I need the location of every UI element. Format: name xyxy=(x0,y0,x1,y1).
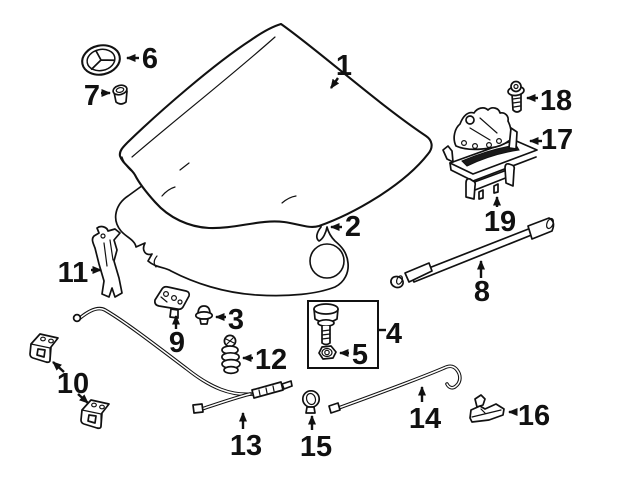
kit-box xyxy=(307,300,379,369)
callout-13-label[interactable]: 13 xyxy=(230,430,262,462)
callout-12-label[interactable]: 12 xyxy=(255,344,287,376)
part-latch-bracket xyxy=(465,162,516,200)
part-lift-support-strut xyxy=(390,217,555,289)
callout-10-arrow-a xyxy=(52,361,65,373)
part-nut xyxy=(318,345,337,360)
callout-5-label[interactable]: 5 xyxy=(352,339,368,371)
callout-1-label[interactable]: 1 xyxy=(336,50,352,82)
part-mounting-clip-b xyxy=(80,399,110,430)
pad-opening xyxy=(309,243,345,279)
callout-18-label[interactable]: 18 xyxy=(540,85,572,117)
callout-17-label[interactable]: 17 xyxy=(541,124,573,156)
callout-14-label[interactable]: 14 xyxy=(409,403,441,435)
part-rear-release-cable xyxy=(328,364,462,414)
callout-10-arrow-b xyxy=(77,393,89,404)
hood-crease-line xyxy=(131,36,276,158)
callout-2-label[interactable]: 2 xyxy=(345,211,361,243)
callout-8-label[interactable]: 8 xyxy=(474,276,490,308)
callout-19-label[interactable]: 19 xyxy=(484,206,516,238)
callout-4-label[interactable]: 4 xyxy=(386,318,402,350)
part-hinge-bracket xyxy=(91,225,123,298)
part-grommet-7 xyxy=(112,84,128,105)
part-bolt-18 xyxy=(507,80,525,113)
part-ball-stud xyxy=(313,303,339,346)
callout-15-label[interactable]: 15 xyxy=(300,431,332,463)
part-release-lever xyxy=(469,394,505,423)
part-mounting-clip-a xyxy=(29,333,59,364)
part-ball-stud-kit xyxy=(307,300,379,369)
callout-6-label[interactable]: 6 xyxy=(142,43,158,75)
callout-9-label[interactable]: 9 xyxy=(169,327,185,359)
callout-7-label[interactable]: 7 xyxy=(84,80,100,112)
callout-leaders xyxy=(52,54,542,430)
callout-1-arrow xyxy=(330,77,340,89)
part-hood-panel xyxy=(118,22,433,230)
callout-3-label[interactable]: 3 xyxy=(228,304,244,336)
part-clip-3 xyxy=(194,305,214,325)
callout-labels: 1 2 3 4 5 6 7 8 9 10 11 12 13 14 15 16 1… xyxy=(57,43,573,463)
callout-10-label[interactable]: 10 xyxy=(57,368,89,400)
callout-16-label[interactable]: 16 xyxy=(518,400,550,432)
callout-11-label[interactable]: 11 xyxy=(58,257,89,289)
part-hood-latch xyxy=(442,107,538,182)
part-cable-grommet xyxy=(301,389,321,414)
mercedes-star-emblem-icon xyxy=(81,44,121,76)
part-striker-plate xyxy=(153,285,191,319)
part-buffer-spring xyxy=(221,334,241,375)
part-front-release-cable xyxy=(72,306,293,414)
